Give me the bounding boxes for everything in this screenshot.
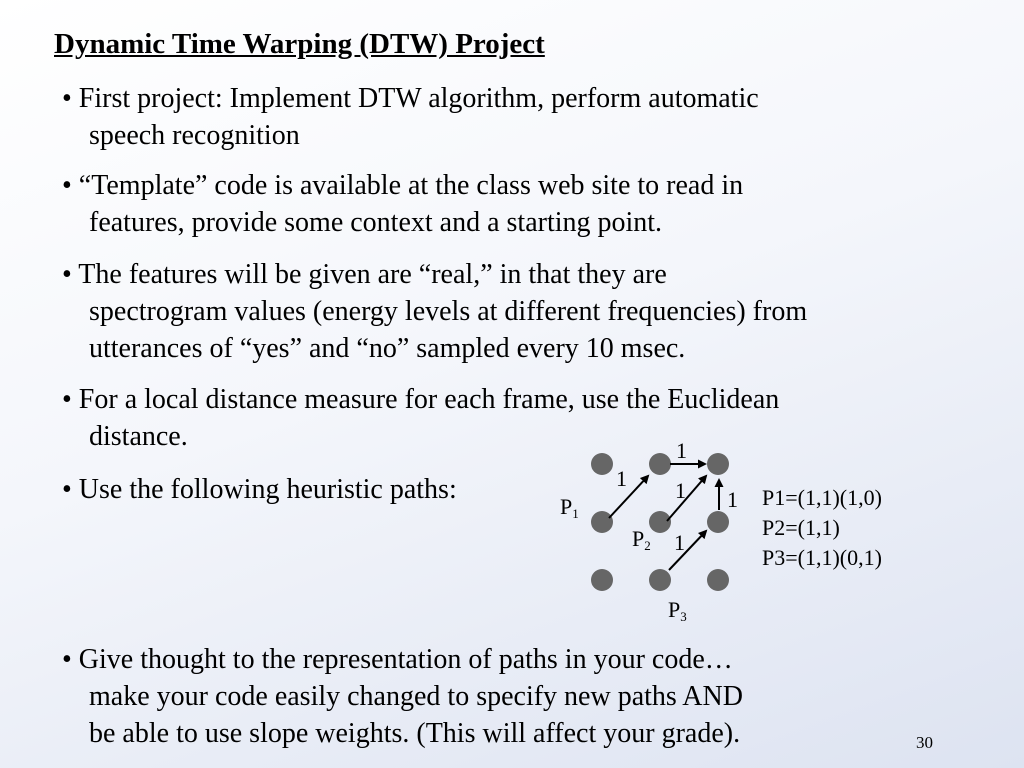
path-arrow-p2-diagonal [666,474,708,522]
bullet-line: • The features will be given are “real,”… [62,259,667,290]
path-label-p1: P1 [560,496,579,525]
path-label-letter: P [632,526,645,551]
path-definition-p2: P2=(1,1) [762,515,840,540]
weight-label-middle: 1 [675,478,686,503]
bullet-path-representation: • Give thought to the representation of … [62,641,982,752]
bullet-features: • The features will be given are “real,”… [62,256,982,367]
grid-node [707,453,729,475]
grid-node [591,453,613,475]
path-grid-svg [591,453,729,591]
grid-node [591,511,613,533]
grid-node [707,569,729,591]
bullet-line: • For a local distance measure for each … [62,384,780,415]
weight-label-left: 1 [616,466,627,491]
bullet-line: make your code easily changed to specify… [89,681,743,712]
path-definition-p1: P1=(1,1)(1,0) [762,485,882,510]
bullet-line: • Give thought to the representation of … [62,644,733,675]
bullet-line: • Use the following heuristic paths: [62,474,457,505]
grid-node [707,511,729,533]
path-arrow-p3-diagonal [668,529,708,571]
bullet-distance-measure: • For a local distance measure for each … [62,381,982,455]
path-definitions: P1=(1,1)(1,0) P2=(1,1) P3=(1,1)(0,1) [762,483,882,573]
bullet-line: speech recognition [89,120,300,151]
weight-label-lower: 1 [674,530,685,555]
path-label-p3: P3 [668,599,687,628]
grid-node [649,569,671,591]
path-label-subscript: 2 [644,538,651,553]
bullet-line: spectrogram values (energy levels at dif… [89,296,808,327]
slide-title: Dynamic Time Warping (DTW) Project [54,28,545,60]
path-definition-p3: P3=(1,1)(0,1) [762,545,882,570]
path-label-subscript: 3 [680,609,687,624]
bullet-heuristic-paths: • Use the following heuristic paths: [62,471,982,508]
bullet-line: • First project: Implement DTW algorithm… [62,83,759,114]
grid-node [649,453,671,475]
bullet-line: • “Template” code is available at the cl… [62,170,744,201]
path-label-letter: P [668,597,681,622]
bullet-line: be able to use slope weights. (This will… [89,718,741,749]
path-label-letter: P [560,494,573,519]
grid-node [649,511,671,533]
heuristic-paths-diagram: 1 1 1 1 1 P1 P2 P3 [540,430,960,630]
grid-nodes [591,453,729,591]
grid-node [591,569,613,591]
bullet-first-project: • First project: Implement DTW algorithm… [62,80,982,154]
weight-label-right: 1 [727,487,738,512]
path-label-subscript: 1 [572,506,579,521]
bullet-template-code: • “Template” code is available at the cl… [62,167,982,241]
bullet-line: distance. [89,421,188,452]
bullet-line: features, provide some context and a sta… [89,207,663,238]
bullet-line: utterances of “yes” and “no” sampled eve… [89,333,686,364]
path-arrow-p1-diagonal [608,474,650,519]
path-label-p2: P2 [632,528,651,557]
weight-label-top: 1 [676,438,687,463]
page-number: 30 [916,733,933,752]
